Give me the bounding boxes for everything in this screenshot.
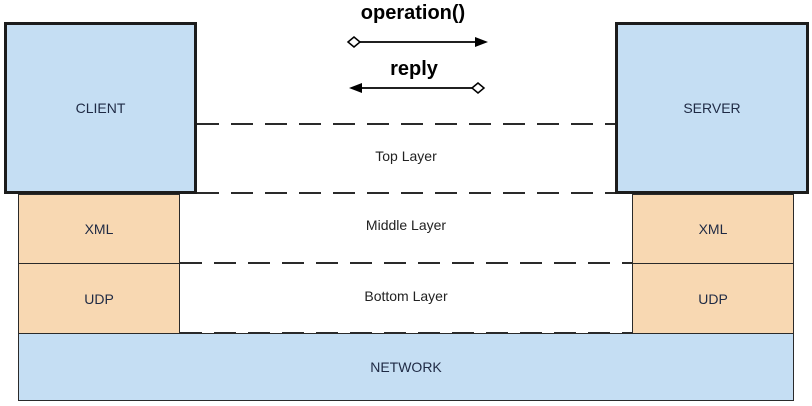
client-node: CLIENT [4, 22, 197, 194]
response-arrow [349, 82, 486, 94]
reply-label: reply [390, 58, 438, 80]
network-bar: NETWORK [18, 333, 794, 401]
request-diamond [346, 36, 362, 48]
response-diamond [470, 82, 486, 94]
client-xml-label: XML [84, 221, 114, 237]
server-node: SERVER [615, 22, 809, 194]
request-arrowhead [475, 37, 488, 47]
client-udp-block: UDP [18, 263, 180, 334]
client-udp-label: UDP [84, 290, 114, 307]
server-udp-label: UDP [698, 290, 728, 307]
server-udp-block: UDP [632, 263, 794, 334]
top-layer-label: Top Layer [375, 148, 437, 164]
network-label: NETWORK [370, 359, 442, 375]
bottom-layer-label: Bottom Layer [364, 288, 448, 304]
operation-label: operation() [360, 2, 466, 24]
response-arrowhead [349, 83, 362, 93]
client-xml-block: XML [18, 194, 180, 264]
middle-layer-label: Middle Layer [365, 217, 447, 233]
server-xml-label: XML [698, 221, 728, 237]
request-arrow [346, 36, 488, 48]
client-label: CLIENT [75, 100, 126, 116]
server-xml-block: XML [632, 194, 794, 264]
server-label: SERVER [683, 100, 741, 116]
